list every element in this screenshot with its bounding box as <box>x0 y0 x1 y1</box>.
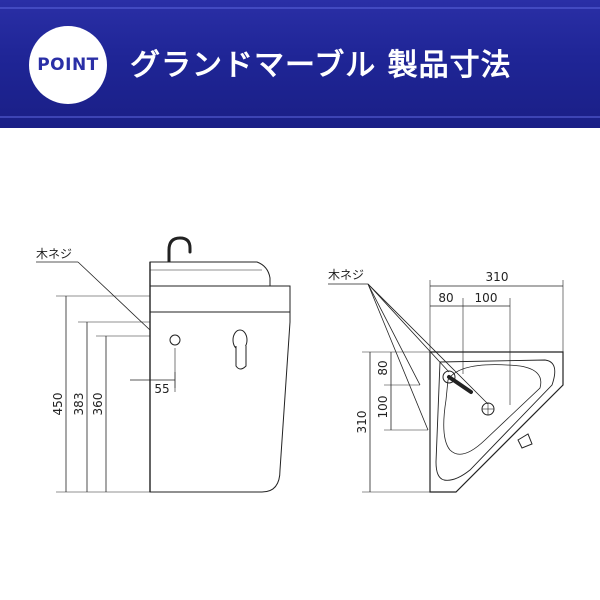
lever-nub <box>517 433 533 449</box>
screw-label-side: 木ネジ <box>36 247 72 261</box>
rim-band <box>149 285 291 313</box>
dim-label-360: 360 <box>91 393 105 416</box>
banner-accent-line <box>0 116 600 118</box>
page-title: グランドマーブル 製品寸法 <box>130 48 512 83</box>
screw-leader <box>367 283 421 386</box>
point-badge-label: POINT <box>37 55 99 75</box>
faucet-base <box>442 370 456 384</box>
side-view <box>36 236 291 493</box>
basin-top <box>149 261 271 287</box>
sink-bowl <box>435 359 556 481</box>
header-banner: POINT グランドマーブル 製品寸法 <box>0 0 600 128</box>
dim-label-450: 450 <box>51 393 65 416</box>
point-badge: POINT <box>29 26 107 104</box>
sink-inner-basin <box>443 364 542 455</box>
top-view <box>328 280 564 493</box>
dim-label-100-v: 100 <box>376 396 390 419</box>
screw-leader <box>367 283 429 431</box>
screw-label-top: 木ネジ <box>328 268 364 282</box>
screw-leader <box>367 283 489 405</box>
dim-label-100: 100 <box>475 291 498 305</box>
dim-label-55: 55 <box>154 382 169 396</box>
wood-screw-mark <box>169 334 181 346</box>
sink-outline <box>429 351 564 493</box>
dim-label-383: 383 <box>72 393 86 416</box>
dim-label-80: 80 <box>438 291 453 305</box>
faucet-top-view <box>447 375 473 394</box>
screw-leader <box>367 283 450 373</box>
banner-accent-line <box>0 7 600 9</box>
tank-body <box>149 311 291 493</box>
dim-label-310-width: 310 <box>486 270 509 284</box>
dim-label-80-v: 80 <box>376 360 390 375</box>
dim-label-310-depth: 310 <box>355 411 369 434</box>
faucet-spout <box>167 236 192 298</box>
flush-lever-handle <box>235 346 247 370</box>
